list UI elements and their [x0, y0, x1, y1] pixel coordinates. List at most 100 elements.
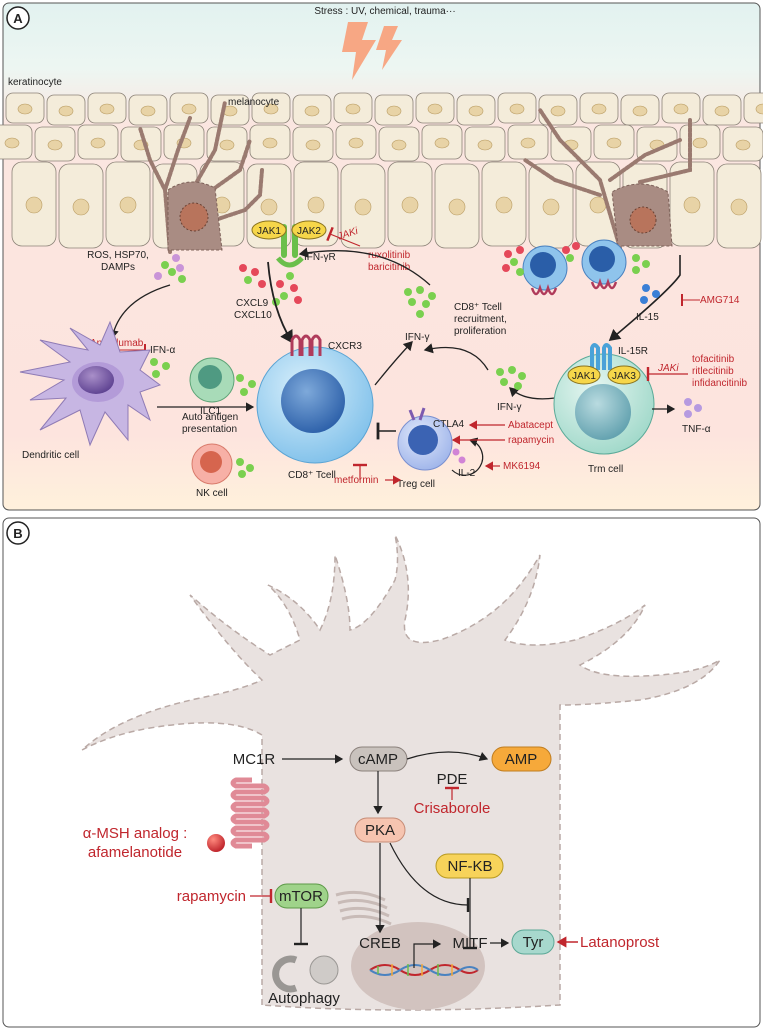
keratinocyte-nucleus [391, 139, 407, 151]
camp-label: cAMP [358, 751, 398, 768]
treg-cell [397, 407, 484, 476]
keratinocyte-nucleus [72, 198, 90, 216]
ilc1-label: ILC1 [200, 406, 222, 417]
keratinocyte-nucleus [17, 103, 33, 115]
crisaborole-label: Crisaborole [414, 800, 491, 817]
keratinocyte-nucleus [99, 103, 115, 115]
pka-box [354, 817, 406, 843]
stress-label: Stress : UV, chemical, trauma··· [314, 6, 455, 17]
mc1r-label: MC1R [233, 751, 276, 768]
keratinocyte-nucleus [434, 137, 450, 149]
msh-line1: α-MSH analog : [83, 825, 188, 842]
keratinocyte-nucleus [714, 105, 730, 117]
right-immune-cells [502, 239, 650, 296]
keratinocyte-nucleus [345, 103, 361, 115]
ilc1-cell [189, 357, 256, 403]
panel-a-label: A [13, 11, 23, 26]
pde-label: PDE [437, 771, 468, 788]
lightning-bolt-icon [342, 22, 402, 80]
panel-a-badge [6, 6, 30, 30]
tyr-box [511, 929, 555, 955]
keratinocyte-nucleus [542, 198, 560, 216]
abatacept-label: Abatacept [508, 420, 553, 431]
keratinocyte-nucleus [260, 198, 278, 216]
rapamycin-a-label: rapamycin [508, 435, 554, 446]
panel-b: B α-MSH analog : afamelanotide MC1R [2, 517, 761, 1028]
jak1-trm-badge [567, 365, 601, 385]
keratinocyte-nucleus [140, 105, 156, 117]
keratinocyte-nucleus [495, 196, 513, 214]
amp-label: AMP [505, 751, 538, 768]
ifng-mid-dots [496, 366, 526, 390]
auto-antigen-line1: Auto antigen [182, 412, 238, 423]
ifngr-label: IFN-γR [304, 252, 336, 263]
panel-b-label: B [13, 526, 22, 541]
keratinocyte-nucleus [307, 196, 325, 214]
amg714-label: AMG714 [700, 295, 740, 306]
keratinocyte-nucleus [520, 137, 536, 149]
mitf-label: MITF [453, 935, 488, 952]
afamelanotide-ball-icon [207, 834, 225, 852]
keratinocyte-nucleus [181, 103, 197, 115]
keratinocyte-nucleus [550, 105, 566, 117]
dendritic-cell [19, 320, 162, 447]
cd8-t-cell [256, 334, 374, 464]
melanocyte-left [138, 100, 264, 254]
ctla4-label: CTLA4 [433, 419, 465, 430]
nfkb-label: NF-KB [448, 858, 493, 875]
keratinocyte-nucleus [735, 139, 751, 151]
keratinocyte-nucleus [606, 137, 622, 149]
treg-cell-label: Treg cell [397, 479, 435, 490]
rapamycin-b-label: rapamycin [177, 888, 246, 905]
ifna-dots [150, 358, 170, 378]
keratinocyte-nucleus [4, 137, 20, 149]
keratinocyte-nucleus [354, 198, 372, 216]
jak1-badge [251, 220, 287, 240]
ifng-top-label: IFN-γ [405, 332, 429, 343]
tnfa-dots [684, 398, 702, 418]
keratinocyte-nucleus [683, 196, 701, 214]
infidancitinib-label: infidancitinib [692, 378, 747, 389]
baricitinib-label: baricitinib [368, 262, 411, 273]
dna-icon [369, 964, 479, 976]
trm-cell-label: Trm cell [588, 464, 623, 475]
keratinocyte-nucleus [477, 139, 493, 151]
ros-dots [154, 254, 186, 283]
golgi-icon [335, 890, 392, 926]
keratinocyte-nucleus [348, 137, 364, 149]
msh-line2: afamelanotide [88, 844, 182, 861]
il15r-label: IL-15R [618, 346, 648, 357]
keratinocyte-nucleus [591, 103, 607, 115]
keratinocyte-nucleus [263, 103, 279, 115]
ritlecitinib-label: ritlecitinib [692, 366, 734, 377]
mtor-label: mTOR [279, 888, 323, 905]
keratinocyte-nucleus [47, 139, 63, 151]
keratinocyte-nucleus [58, 105, 74, 117]
nk-cell [191, 443, 254, 485]
keratinocyte-nucleus [90, 137, 106, 149]
melanocyte-right [523, 108, 692, 250]
ruxolitinib-label: ruxolitinib [368, 250, 411, 261]
keratinocyte-nucleus [589, 196, 607, 214]
panel-a: A Stress : UV, chemical, trauma··· kerat… [0, 2, 763, 511]
tofacitinib-label: tofacitinib [692, 354, 735, 365]
metformin-label: metformin [334, 475, 378, 486]
ifng-top-dots [404, 286, 436, 318]
il2-label: IL-2 [458, 468, 476, 479]
keratinocyte-nucleus [304, 105, 320, 117]
jak1-trm-label: JAK1 [572, 371, 596, 382]
dendritic-cell-label: Dendritic cell [22, 450, 79, 461]
jak1-label: JAK1 [257, 226, 281, 237]
cd8-cell-label: CD8⁺ Tcell [288, 470, 336, 481]
cxcl9-label: CXCL9 [236, 298, 269, 309]
keratinocyte-nucleus [401, 196, 419, 214]
tnfa-label: TNF-α [682, 424, 711, 435]
keratinocyte-nucleus [468, 105, 484, 117]
pka-label: PKA [365, 822, 395, 839]
creb-label: CREB [359, 935, 401, 952]
keratinocyte-nucleus [119, 196, 137, 214]
il15-dots [640, 284, 660, 304]
keratinocyte-nucleus [305, 139, 321, 151]
jaki-trm-label: JAKi [657, 363, 679, 374]
